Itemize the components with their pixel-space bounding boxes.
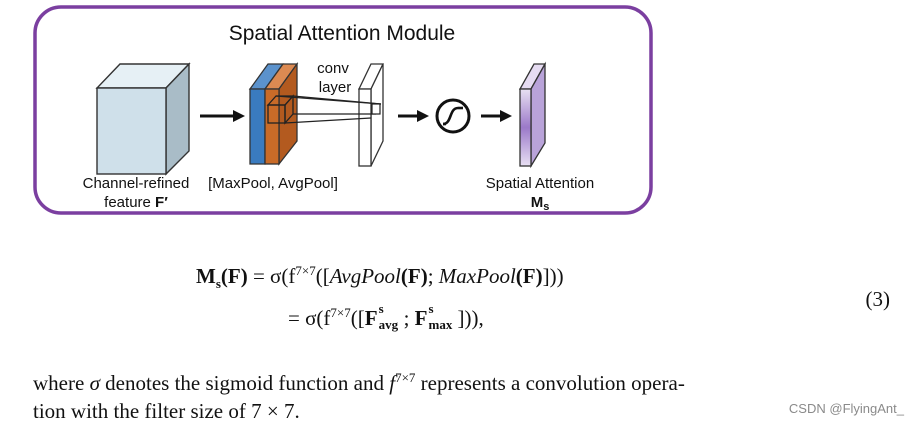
arrow-3 bbox=[481, 110, 512, 122]
input-label-line1: Channel-refined bbox=[83, 175, 190, 192]
input-feature-cube bbox=[95, 62, 191, 176]
equation-line-1: Ms(F) = σ(f7×7([AvgPool(F); MaxPool(F)])… bbox=[196, 263, 564, 292]
module-frame bbox=[33, 5, 653, 215]
equation-number: (3) bbox=[865, 287, 891, 311]
body-paragraph: where σ denotes the sigmoid function and… bbox=[33, 370, 685, 423]
layer-label: layer bbox=[319, 79, 352, 96]
arrow-1 bbox=[200, 110, 245, 122]
pooled-feature-maps bbox=[248, 61, 299, 166]
input-label-line2: feature F′ bbox=[104, 194, 168, 211]
spatial-attention-diagram: Spatial Attention Module conv layer bbox=[33, 5, 653, 215]
module-title: Spatial Attention Module bbox=[229, 22, 456, 45]
output-symbol: Ms bbox=[531, 194, 550, 213]
sigmoid-icon bbox=[435, 98, 471, 134]
conv-label: conv bbox=[317, 60, 349, 77]
conv-layer bbox=[275, 63, 385, 167]
output-label: Spatial Attention bbox=[486, 175, 594, 192]
watermark: CSDN @FlyingAnt_ bbox=[788, 401, 904, 416]
spatial-attention-map bbox=[518, 61, 547, 169]
arrow-2 bbox=[398, 110, 429, 122]
pool-label: [MaxPool, AvgPool] bbox=[208, 175, 338, 192]
